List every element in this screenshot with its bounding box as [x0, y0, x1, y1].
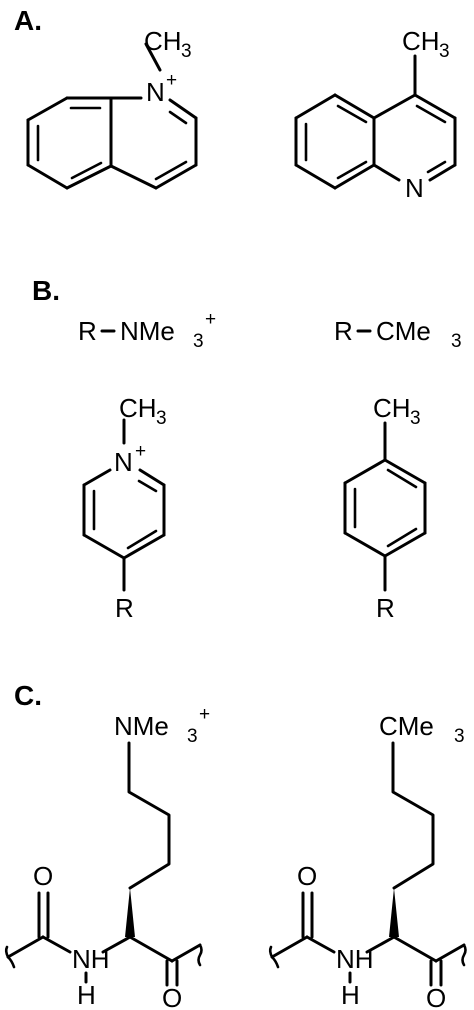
positive-charge: + — [205, 309, 216, 330]
r-label: R — [115, 593, 134, 623]
wavy-truncation — [4, 945, 16, 969]
nitrogen-label: N — [114, 447, 133, 477]
panel-label-a: A. — [14, 5, 42, 36]
oxygen-label: O — [426, 983, 446, 1010]
h-label: H — [341, 980, 360, 1010]
nh-label: NH — [336, 944, 374, 974]
n-methylquinolinium: CH 3 N + — [26, 26, 198, 190]
backbone-bond — [101, 935, 132, 954]
ring-bond — [82, 533, 126, 560]
double-bond-inner — [336, 104, 368, 124]
positive-charge: + — [199, 704, 210, 725]
tert-butyl-residue: CMe 3 O NH H O — [268, 711, 467, 1010]
oxygen-label: O — [33, 861, 53, 891]
ring-bond — [109, 164, 158, 190]
methyl-subscript: 3 — [439, 41, 450, 62]
r-tert-butyl: R CMe 3 — [334, 316, 462, 352]
nme-subscript: 3 — [187, 726, 198, 747]
ring-bond — [26, 96, 69, 122]
methyl-label: CH — [373, 393, 411, 423]
double-bond-inner — [386, 468, 418, 489]
backbone-bond — [170, 943, 202, 963]
ring-bond — [26, 163, 69, 190]
double-bond-inner — [70, 161, 103, 180]
wavy-truncation — [461, 943, 467, 967]
backbone-bond — [6, 935, 45, 959]
backbone-bond — [392, 935, 438, 963]
ring-bond — [138, 468, 166, 487]
ring-bond — [343, 458, 387, 485]
oxygen-label: O — [162, 983, 182, 1010]
oxygen-label: O — [297, 861, 317, 891]
double-bond-inner — [168, 110, 188, 125]
h-label: H — [77, 980, 96, 1010]
cme-label: CMe — [376, 316, 431, 346]
ring-bond — [294, 93, 337, 120]
positive-charge: + — [166, 70, 177, 91]
cme-subscript: 3 — [451, 331, 462, 352]
backbone-bond — [41, 935, 72, 954]
ring-bond — [372, 163, 401, 182]
r-label: R — [376, 593, 395, 623]
r-trimethylammonium: R NMe 3 + — [78, 309, 216, 352]
double-bond-inner — [126, 529, 158, 550]
ring-bond — [343, 531, 387, 558]
backbone-bond — [305, 935, 336, 954]
backbone-bond — [270, 935, 309, 959]
double-bond-inner — [154, 160, 188, 181]
nitrogen-label: N — [405, 173, 424, 203]
methyl-label: CH — [402, 26, 440, 56]
wavy-truncation — [268, 945, 280, 969]
p-methylbenzene-r: CH 3 R — [343, 393, 427, 623]
backbone-bond — [128, 935, 174, 963]
r-label: R — [78, 316, 97, 346]
trimethyllysine-residue: NMe 3 + O NH H O — [4, 704, 210, 1010]
methyl-subscript: 3 — [410, 408, 421, 429]
n-methylpyridinium-r: CH 3 N + R — [82, 393, 167, 623]
backbone-bond — [434, 943, 466, 963]
ring-bond — [294, 163, 337, 190]
ring-bond — [333, 163, 376, 190]
double-bond-inner — [137, 479, 158, 493]
double-bond-inner — [386, 527, 418, 548]
methyl-label: CH — [119, 393, 157, 423]
methyl-subscript: 3 — [181, 41, 192, 62]
stereo-wedge — [389, 888, 399, 937]
n-methyl-bond — [144, 42, 162, 72]
ring-bond — [122, 533, 166, 560]
r-label: R — [334, 316, 353, 346]
ring-bond — [82, 468, 112, 487]
nme-label: NMe — [114, 711, 169, 741]
double-bond-inner — [426, 160, 447, 174]
ring-bond — [154, 163, 198, 190]
nme-subscript: 3 — [193, 331, 204, 352]
ring-bond — [383, 458, 427, 485]
nh-label: NH — [72, 944, 110, 974]
methyl-subscript: 3 — [156, 408, 167, 429]
ring-bond — [168, 98, 198, 120]
positive-charge: + — [135, 441, 146, 462]
4-methylquinoline: CH 3 N — [294, 26, 457, 203]
nme-label: NMe — [120, 316, 175, 346]
side-chain — [127, 741, 171, 890]
nitrogen-label: N — [146, 77, 165, 107]
ring-bond — [333, 93, 376, 120]
cme-label: CMe — [379, 711, 434, 741]
ring-bond — [428, 163, 457, 182]
double-bond-inner — [336, 160, 368, 180]
panel-label-c: C. — [14, 680, 42, 711]
ring-bond — [372, 93, 417, 120]
cme-subscript: 3 — [454, 726, 465, 747]
double-bond-inner — [415, 104, 447, 124]
ring-bond — [65, 164, 113, 190]
ring-bond — [413, 93, 457, 120]
panel-label-b: B. — [32, 275, 60, 306]
backbone-bond — [365, 935, 396, 954]
side-chain — [391, 741, 435, 890]
stereo-wedge — [125, 888, 135, 937]
ring-bond — [383, 531, 427, 558]
wavy-truncation — [197, 943, 203, 967]
